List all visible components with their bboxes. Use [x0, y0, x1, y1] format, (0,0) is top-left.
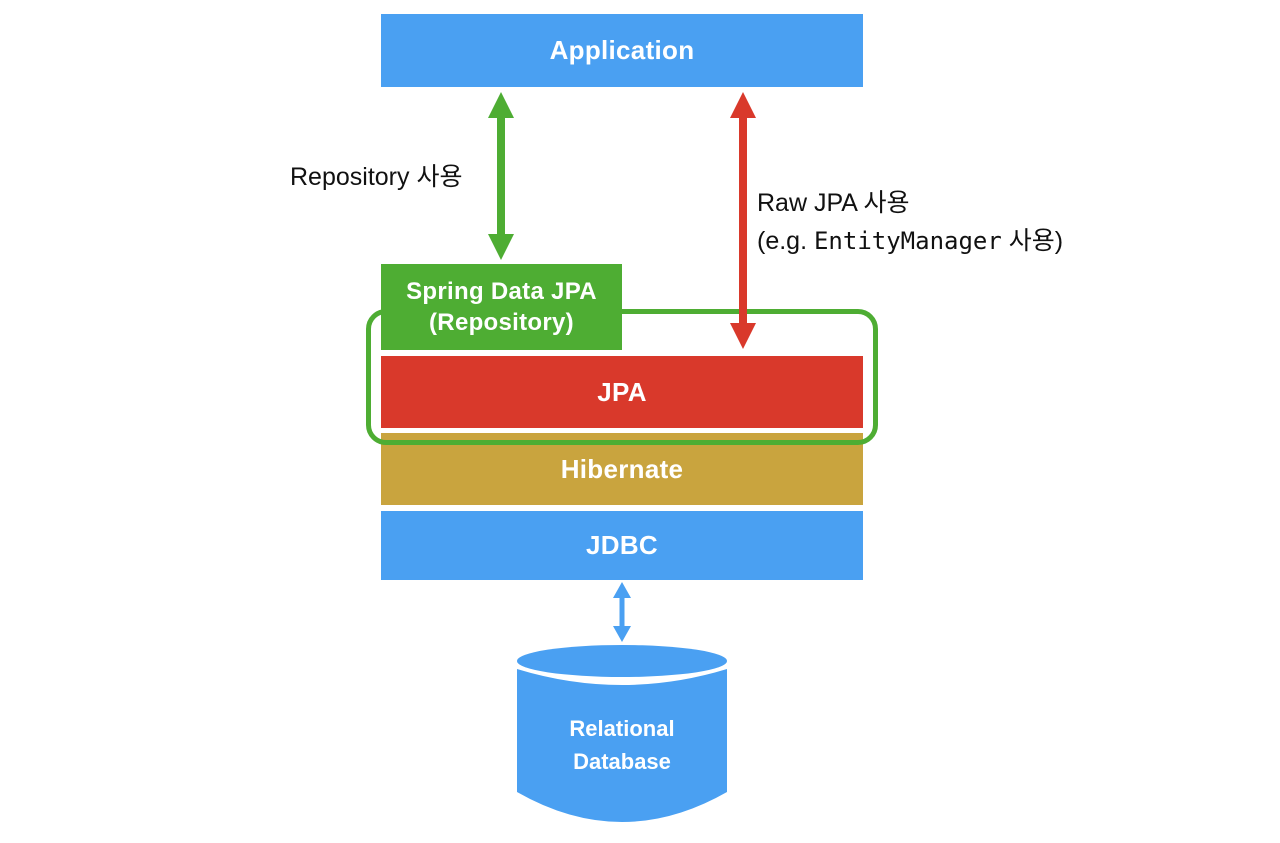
hibernate-box: Hibernate [381, 433, 863, 505]
application-box: Application [381, 14, 863, 87]
database-label-line1: Relational [569, 716, 675, 741]
jdbc-box: JDBC [381, 511, 863, 580]
repository-usage-label: Repository 사용 [290, 163, 463, 191]
raw-jpa-usage-line2-suffix: 사용) [1001, 227, 1064, 255]
database-label: Relational Database [517, 712, 727, 778]
spring-data-jpa-line1: Spring Data JPA [406, 278, 597, 305]
spring-data-jpa-line2: (Repository) [429, 309, 574, 336]
raw-jpa-usage-line2-prefix: (e.g. [757, 227, 814, 255]
raw-jpa-usage-line2: (e.g. EntityManager 사용) [757, 222, 1063, 260]
raw-jpa-usage-line1: Raw JPA 사용 [757, 189, 910, 217]
jpa-box: JPA [381, 356, 863, 428]
jdbc-database-arrow [613, 582, 631, 642]
database-cylinder-top [517, 645, 727, 677]
repository-usage-arrow [488, 92, 514, 260]
jpa-group-outline [366, 309, 878, 445]
entity-manager-code: EntityManager [813, 227, 1002, 255]
database-label-line2: Database [573, 749, 671, 774]
raw-jpa-usage-label: Raw JPA 사용 (e.g. EntityManager 사용) [757, 184, 1063, 260]
spring-data-jpa-box: Spring Data JPA (Repository) [381, 264, 622, 350]
